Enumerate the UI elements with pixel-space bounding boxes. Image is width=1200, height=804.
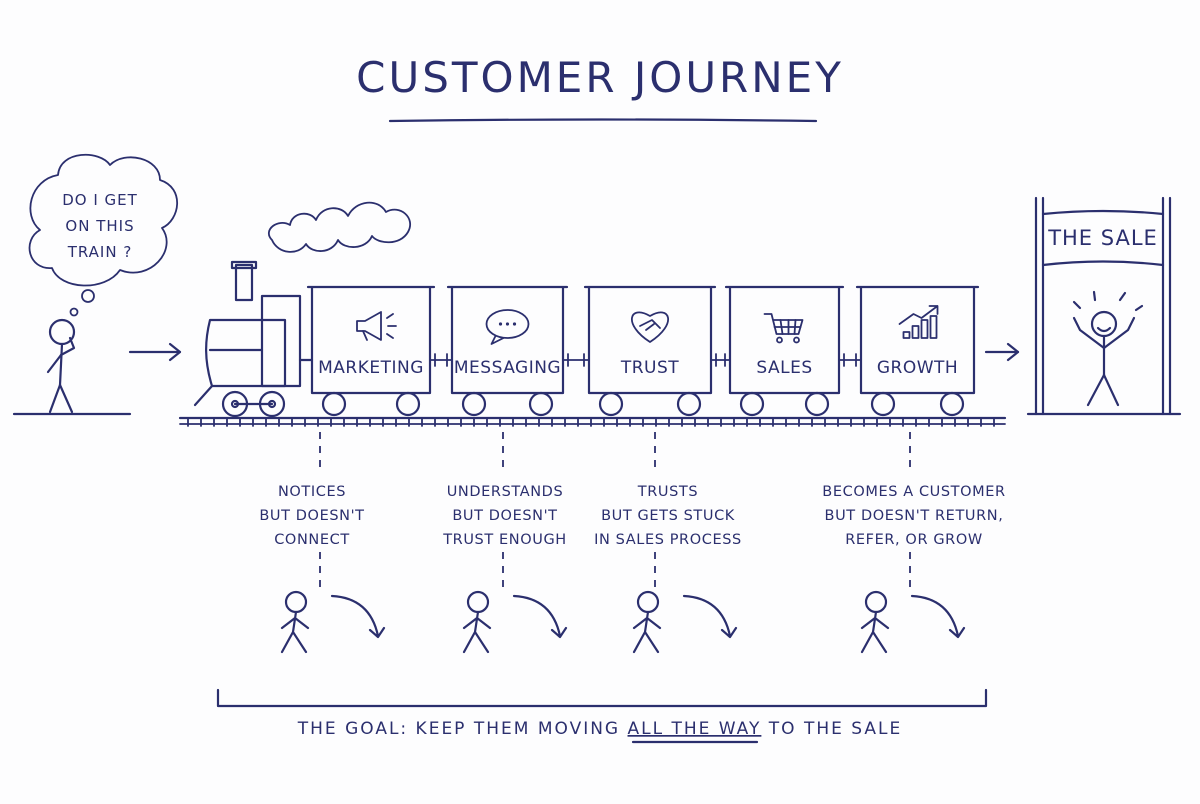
car-body: [855, 285, 980, 395]
dropoff-note-line: BECOMES A CUSTOMER: [822, 484, 1005, 500]
diagram-title: CUSTOMER JOURNEY: [356, 53, 844, 102]
train-car-marketing: MARKETING: [306, 285, 453, 417]
leaving-person-icon: [632, 590, 662, 654]
curved-exit-arrow-icon: [512, 594, 568, 639]
arrow-to-sale-icon: [984, 342, 1020, 362]
goal-suffix: TO THE SALE: [761, 719, 902, 739]
dropoff-note-line: REFER, OR GROW: [845, 532, 983, 548]
title-underline: [388, 118, 818, 123]
bubble-line-2: ON THIS: [65, 217, 134, 235]
dropoff-4: BECOMES A CUSTOMER BUT DOESN'T RETURN, REF…: [822, 432, 1005, 654]
leaving-person-icon: [462, 590, 492, 654]
bubble-line-3: TRAIN ?: [67, 243, 133, 261]
dropoff-note-line: TRUSTS: [637, 484, 698, 500]
megaphone-icon: [356, 311, 397, 341]
train-car-messaging: MESSAGING: [446, 285, 590, 417]
dropoff-note-line: BUT GETS STUCK: [601, 508, 735, 524]
car-wheel: [321, 391, 347, 417]
dropoff-note-line: BUT DOESN'T RETURN,: [825, 508, 1004, 524]
dropoff-note-line: TRUST ENOUGH: [442, 532, 567, 548]
car-label: MESSAGING: [454, 358, 561, 378]
car-label: TRUST: [620, 358, 679, 378]
car-coupling: [838, 353, 862, 367]
car-coupling: [562, 353, 590, 367]
arrow-to-train-icon: [128, 342, 182, 362]
train-car-trust: TRUST: [583, 285, 731, 417]
car-wheel: [461, 391, 487, 417]
car-coupling: [429, 353, 453, 367]
dropoff-note-line: BUT DOESN'T: [259, 508, 364, 524]
dropoff-1: NOTICES BUT DOESN'T CONNECT: [259, 432, 386, 654]
car-body: [583, 285, 717, 395]
train-car-sales: SALES: [724, 285, 862, 417]
car-wheel: [739, 391, 765, 417]
car-wheel: [804, 391, 830, 417]
speech-bubble-icon: [485, 309, 530, 345]
car-wheel: [528, 391, 554, 417]
car-body: [306, 285, 436, 395]
goal-bracket: [216, 688, 988, 708]
dropoff-notes: NOTICES BUT DOESN'T CONNECT UNDERSTANDS BUT …: [259, 432, 1005, 654]
dropoff-note-line: NOTICES: [278, 484, 346, 500]
car-wheel: [598, 391, 624, 417]
car-label: GROWTH: [877, 358, 958, 378]
dropoff-note-line: UNDERSTANDS: [447, 484, 564, 500]
sale-gate: THE SALE: [1026, 196, 1182, 416]
shopping-cart-icon: [763, 313, 804, 344]
goal-emphasis: ALL THE WAY: [628, 719, 762, 739]
dropoff-note-line: BUT DOESN'T: [452, 508, 557, 524]
car-label: MARKETING: [318, 358, 424, 378]
rail-track: [178, 416, 1007, 427]
dropoff-note-line: IN SALES PROCESS: [594, 532, 742, 548]
thought-bubble: DO I GET ON THIS TRAIN ?: [28, 153, 178, 317]
car-body: [724, 285, 845, 395]
car-wheel: [939, 391, 965, 417]
leaving-person-icon: [860, 590, 890, 654]
thinking-person-icon: [46, 318, 76, 414]
car-body: [446, 285, 569, 395]
smoke-cloud-icon: [268, 201, 411, 253]
locomotive-icon: [193, 260, 314, 418]
dropoff-3: TRUSTS BUT GETS STUCK IN SALES PROCESS: [594, 432, 742, 654]
car-label: SALES: [756, 358, 812, 378]
dropoff-2: UNDERSTANDS BUT DOESN'T TRUST ENOUGH: [442, 432, 568, 654]
bubble-line-1: DO I GET: [62, 191, 138, 209]
train-cars: MARKETING MESSAGING TRUST SALES GROWTH: [306, 285, 980, 417]
heart-handshake-icon: [631, 311, 669, 343]
curved-exit-arrow-icon: [330, 594, 386, 639]
train-car-growth: GROWTH: [855, 285, 980, 417]
growth-chart-icon: [898, 305, 939, 339]
dropoff-note-line: CONNECT: [274, 532, 350, 548]
goal-statement: THE GOAL: KEEP THEM MOVING ALL THE WAY T…: [297, 719, 902, 739]
car-wheel: [870, 391, 896, 417]
goal-prefix: THE GOAL: KEEP THEM MOVING: [297, 719, 628, 739]
curved-exit-arrow-icon: [682, 594, 738, 639]
car-coupling: [710, 353, 731, 367]
happy-person-icon: [1072, 290, 1144, 407]
leaving-person-icon: [280, 590, 310, 654]
curved-exit-arrow-icon: [910, 594, 966, 639]
car-wheel: [676, 391, 702, 417]
sale-label: THE SALE: [1047, 226, 1158, 250]
car-wheel: [395, 391, 421, 417]
